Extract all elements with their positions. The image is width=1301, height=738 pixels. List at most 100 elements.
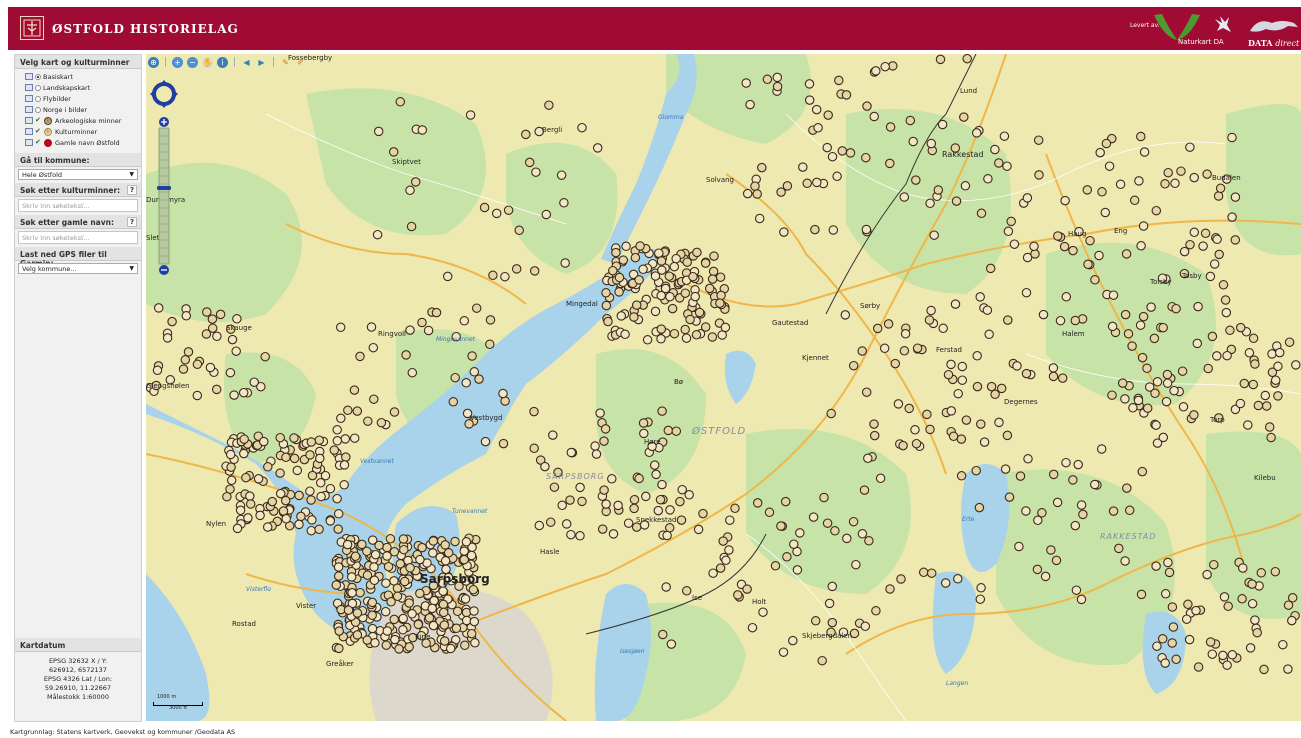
layer-item-basiskart[interactable]: Basiskart	[15, 71, 141, 82]
culture-marker[interactable]	[631, 522, 642, 532]
culture-marker[interactable]	[398, 534, 409, 544]
culture-marker[interactable]	[1177, 366, 1188, 376]
culture-marker[interactable]	[1191, 605, 1201, 616]
layer-item-norge-i-bilder[interactable]: Norge i bilder	[15, 104, 141, 115]
culture-marker[interactable]	[827, 581, 838, 592]
culture-marker[interactable]	[1051, 555, 1062, 566]
culture-marker[interactable]	[278, 506, 289, 516]
layer-checkbox[interactable]: ✔	[35, 116, 41, 124]
culture-marker[interactable]	[329, 445, 340, 455]
culture-marker[interactable]	[369, 394, 379, 404]
culture-marker[interactable]	[716, 290, 726, 301]
layer-radio[interactable]	[35, 84, 41, 91]
culture-marker[interactable]	[779, 227, 789, 237]
culture-marker[interactable]	[229, 390, 239, 400]
culture-marker[interactable]	[721, 555, 731, 566]
culture-marker[interactable]	[427, 603, 437, 614]
culture-marker[interactable]	[681, 333, 692, 343]
culture-marker[interactable]	[938, 323, 948, 334]
culture-marker[interactable]	[399, 576, 410, 587]
culture-marker[interactable]	[1108, 506, 1119, 516]
culture-marker[interactable]	[392, 583, 403, 594]
culture-marker[interactable]	[837, 146, 848, 156]
culture-marker[interactable]	[192, 390, 203, 401]
culture-marker[interactable]	[1136, 131, 1146, 142]
culture-marker[interactable]	[1205, 271, 1216, 282]
culture-marker[interactable]	[469, 606, 479, 616]
culture-marker[interactable]	[305, 486, 315, 496]
culture-marker[interactable]	[1090, 479, 1100, 490]
culture-marker[interactable]	[334, 626, 344, 636]
culture-marker[interactable]	[861, 152, 871, 163]
culture-marker[interactable]	[315, 453, 325, 464]
culture-marker[interactable]	[232, 523, 243, 534]
culture-marker[interactable]	[961, 415, 972, 425]
culture-marker[interactable]	[639, 428, 649, 439]
culture-marker[interactable]	[1032, 564, 1043, 575]
culture-marker[interactable]	[461, 537, 472, 547]
culture-marker[interactable]	[460, 594, 471, 604]
culture-marker[interactable]	[466, 628, 477, 639]
culture-marker[interactable]	[1009, 239, 1020, 249]
culture-marker[interactable]	[690, 291, 700, 302]
culture-marker[interactable]	[183, 347, 194, 357]
culture-marker[interactable]	[811, 104, 822, 115]
culture-marker[interactable]	[692, 247, 702, 258]
culture-marker[interactable]	[561, 519, 572, 529]
culture-marker[interactable]	[450, 372, 460, 383]
culture-marker[interactable]	[669, 328, 680, 339]
culture-marker[interactable]	[857, 346, 867, 356]
culture-marker[interactable]	[343, 405, 353, 416]
culture-marker[interactable]	[603, 316, 613, 327]
culture-marker[interactable]	[893, 399, 904, 409]
culture-marker[interactable]	[935, 54, 946, 65]
culture-marker[interactable]	[1230, 192, 1241, 202]
culture-marker[interactable]	[548, 430, 558, 440]
culture-marker[interactable]	[1274, 347, 1285, 358]
culture-marker[interactable]	[1189, 410, 1199, 420]
gps-kommune-select[interactable]: Velg kommune... ▼	[18, 263, 138, 274]
culture-marker[interactable]	[471, 303, 482, 313]
culture-marker[interactable]	[544, 100, 554, 110]
culture-marker[interactable]	[1239, 378, 1250, 389]
culture-marker[interactable]	[885, 122, 896, 132]
culture-marker[interactable]	[488, 270, 498, 281]
culture-marker[interactable]	[386, 597, 396, 607]
culture-marker[interactable]	[235, 505, 246, 516]
measure-area-button[interactable]: ✐	[297, 57, 304, 67]
culture-marker[interactable]	[1181, 614, 1192, 624]
culture-marker[interactable]	[1253, 400, 1264, 411]
culture-marker[interactable]	[1055, 315, 1066, 326]
culture-marker[interactable]	[178, 364, 189, 374]
culture-marker[interactable]	[1120, 556, 1130, 566]
culture-marker[interactable]	[1120, 394, 1130, 404]
culture-marker[interactable]	[707, 274, 718, 284]
culture-marker[interactable]	[1209, 559, 1219, 570]
culture-marker[interactable]	[1223, 601, 1233, 612]
culture-marker[interactable]	[428, 580, 439, 591]
culture-marker[interactable]	[1100, 207, 1111, 218]
culture-marker[interactable]	[325, 516, 336, 526]
culture-marker[interactable]	[635, 241, 645, 251]
culture-marker[interactable]	[559, 198, 569, 208]
culture-marker[interactable]	[1287, 593, 1298, 603]
culture-marker[interactable]	[385, 534, 396, 544]
culture-marker[interactable]	[1057, 373, 1068, 383]
culture-marker[interactable]	[239, 448, 249, 459]
culture-marker[interactable]	[243, 513, 253, 523]
culture-marker[interactable]	[262, 522, 273, 532]
culture-marker[interactable]	[1185, 239, 1195, 250]
culture-marker[interactable]	[741, 78, 751, 88]
culture-marker[interactable]	[996, 383, 1007, 394]
measure-distance-button[interactable]: ✎	[282, 57, 289, 67]
culture-marker[interactable]	[428, 620, 439, 631]
culture-marker[interactable]	[448, 397, 459, 407]
culture-marker[interactable]	[1167, 602, 1178, 612]
culture-marker[interactable]	[946, 406, 957, 416]
culture-marker[interactable]	[207, 323, 218, 333]
culture-marker[interactable]	[306, 525, 317, 536]
search-culture-input[interactable]: Skriv inn søketekst...	[18, 199, 138, 212]
culture-marker[interactable]	[369, 562, 379, 572]
culture-marker[interactable]	[557, 500, 567, 511]
culture-marker[interactable]	[1117, 378, 1128, 388]
